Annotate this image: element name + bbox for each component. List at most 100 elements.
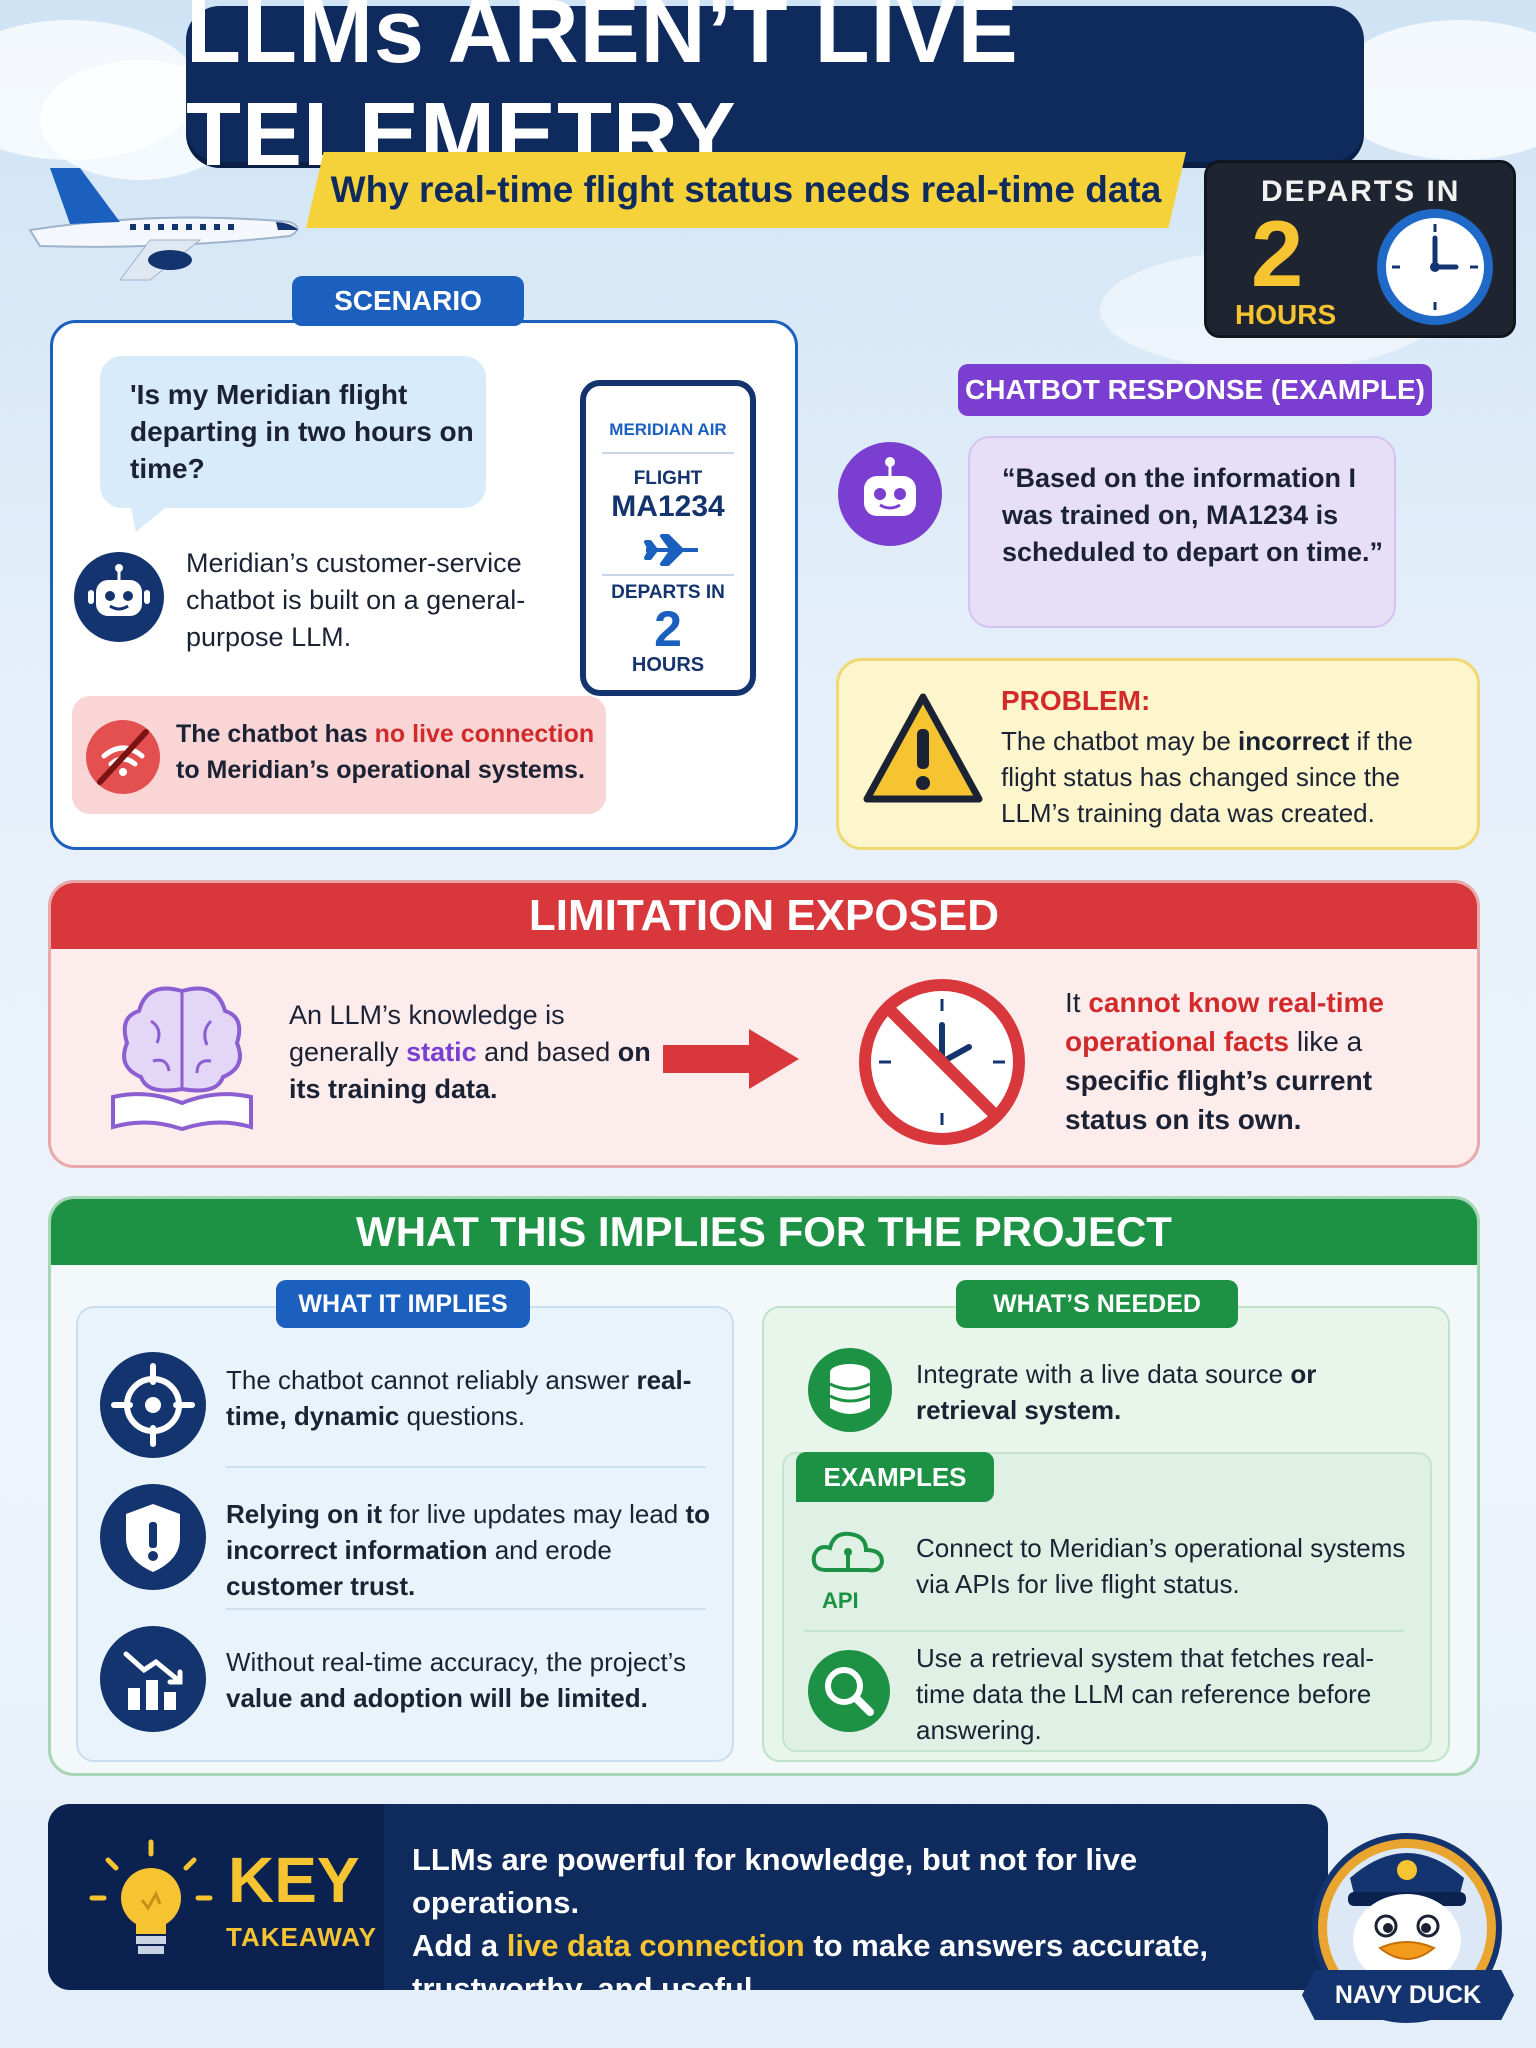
implies-item-2-mid2: and erode	[487, 1535, 612, 1565]
problem-text-post: if the flight status has changed since t…	[1001, 726, 1413, 828]
chatbot-icon	[74, 552, 164, 642]
question-text: 'Is my Meridian flight departing in two …	[130, 379, 474, 484]
departs-unit: HOURS	[1235, 299, 1337, 330]
lightbulb-icon	[89, 1839, 213, 1954]
limitation-card: LIMITATION EXPOSED An LLM’s knowledge is…	[48, 880, 1480, 1168]
takeaway-line-2-highlight: live data connection	[506, 1928, 805, 1963]
no-connection-warning: The chatbot has no live connection to Me…	[72, 696, 606, 814]
title-banner: LLMs AREN’T LIVE TELEMETRY	[186, 0, 1364, 185]
ticket-divider	[602, 574, 734, 576]
implications-header: WHAT THIS IMPLIES FOR THE PROJECT	[51, 1199, 1477, 1265]
flight-ticket: MERIDIAN AIR FLIGHT MA1234 DEPARTS IN 2 …	[580, 380, 756, 696]
plane-icon	[644, 534, 698, 566]
key-takeaway-card: KEY TAKEAWAY LLMs are powerful for knowl…	[48, 1804, 1328, 1990]
limitation-right-red: cannot know real-time operational facts	[1065, 987, 1384, 1057]
subtitle-banner: Why real-time flight status needs real-t…	[306, 152, 1186, 228]
flight-code: MA1234	[611, 490, 725, 523]
takeaway-line-2-post: to make answers accurate, trustworthy, a…	[412, 1928, 1208, 1990]
warning-text-pre: The chatbot has	[176, 720, 375, 748]
takeaway-line-2: Add a live data connection to make answe…	[412, 1924, 1312, 1990]
needed-text-bold: or retrieval system.	[916, 1359, 1317, 1425]
shield-alert-icon	[100, 1484, 206, 1590]
divider	[804, 1630, 1404, 1632]
ticket-divider	[602, 452, 734, 454]
departs-panel: DEPARTS IN 2 HOURS	[1204, 160, 1516, 338]
cloud-decoration	[1330, 20, 1536, 160]
implies-item-1-bold: real-time, dynamic	[226, 1365, 692, 1431]
declining-chart-icon	[100, 1626, 206, 1732]
cloud-api-icon	[811, 1531, 885, 1573]
chatbot-description: Meridian’s customer-service chatbot is b…	[186, 548, 526, 652]
limitation-heading: LIMITATION EXPOSED	[528, 891, 1000, 940]
limitation-right-text: It cannot know real-time operational fac…	[1065, 983, 1425, 1139]
what-it-implies-panel: The chatbot cannot reliably answer real-…	[76, 1306, 734, 1762]
limitation-header: LIMITATION EXPOSED	[51, 883, 1477, 949]
takeaway-key: KEY	[228, 1844, 360, 1916]
implies-item-1-pre: The chatbot cannot reliably answer	[226, 1365, 637, 1395]
warning-text-post: to Meridian’s operational systems.	[176, 756, 585, 784]
database-icon	[808, 1348, 892, 1432]
departs-number: 2	[1251, 201, 1304, 306]
whats-needed-pill: WHAT’S NEEDED	[956, 1280, 1238, 1328]
limitation-right-bold: specific flight’s current status on its …	[1065, 1065, 1373, 1135]
example-1-text: Connect to Meridian’s operational system…	[916, 1533, 1406, 1599]
limitation-left-static: static	[406, 1037, 477, 1067]
arrow-right-icon	[663, 1029, 799, 1089]
brain-book-icon	[111, 986, 253, 1132]
navy-duck-label: NAVY DUCK	[1302, 1970, 1514, 2020]
takeaway-line-1: LLMs are powerful for knowledge, but not…	[412, 1842, 1138, 1920]
scenario-pill: SCENARIO	[292, 276, 524, 326]
limitation-left-mid: and based	[476, 1037, 618, 1067]
implies-item-2-bold3: customer trust.	[226, 1571, 416, 1601]
limitation-right-mid: like a	[1289, 1026, 1363, 1057]
airplane-icon	[28, 168, 299, 281]
implications-heading: WHAT THIS IMPLIES FOR THE PROJECT	[356, 1208, 1172, 1255]
implies-item-1: The chatbot cannot reliably answer real-…	[226, 1362, 706, 1434]
example-2-text: Use a retrieval system that fetches real…	[916, 1643, 1375, 1745]
limitation-right-pre: It	[1065, 987, 1089, 1018]
divider	[226, 1466, 706, 1468]
departs-label: DEPARTS IN	[1261, 175, 1461, 208]
chatbot-response-bubble: “Based on the information I was trained …	[968, 436, 1396, 628]
chatbot-response-text: “Based on the information I was trained …	[1002, 463, 1384, 567]
takeaway-sub: TAKEAWAY	[226, 1922, 378, 1952]
flight-label: FLIGHT	[633, 468, 703, 489]
problem-text: The chatbot may be incorrect if the flig…	[1001, 723, 1461, 831]
limitation-left-text: An LLM’s knowledge is generally static a…	[289, 997, 669, 1108]
implies-item-2: Relying on it for live updates may lead …	[226, 1496, 716, 1604]
needed-text: Integrate with a live data source or ret…	[916, 1356, 1396, 1428]
page-subtitle: Why real-time flight status needs real-t…	[330, 169, 1162, 210]
search-icon	[808, 1650, 890, 1732]
question-bubble: 'Is my Meridian flight departing in two …	[100, 356, 486, 532]
ticket-departs-label: DEPARTS IN	[611, 582, 725, 603]
warning-text-highlight: no live connection	[374, 720, 595, 748]
no-clock-icon	[859, 979, 1025, 1145]
implies-item-3-pre: Without real-time accuracy, the project’…	[226, 1647, 686, 1677]
no-connection-text: The chatbot has no live connection to Me…	[176, 716, 606, 788]
problem-text-pre: The chatbot may be	[1001, 726, 1239, 756]
implies-item-1-post: questions.	[399, 1401, 526, 1431]
needed-text-pre: Integrate with a live data source	[916, 1359, 1291, 1389]
implies-item-2-bold2: to incorrect information	[226, 1499, 711, 1565]
target-icon	[100, 1352, 206, 1458]
examples-panel: API Connect to Meridian’s operational sy…	[782, 1452, 1432, 1752]
implies-item-2-mid1: for live updates may lead	[382, 1499, 686, 1529]
no-wifi-icon	[86, 720, 160, 794]
problem-text-bold: incorrect	[1238, 726, 1350, 756]
limitation-left-pre: An LLM’s knowledge is generally	[289, 1000, 565, 1067]
problem-heading: PROBLEM:	[1001, 685, 1151, 716]
implies-item-3-bold: value and adoption will be limited.	[226, 1683, 648, 1713]
ticket-departs-number: 2	[654, 601, 682, 657]
warning-triangle-icon	[863, 693, 983, 803]
airline-name: MERIDIAN AIR	[609, 420, 727, 439]
divider	[226, 1608, 706, 1610]
takeaway-line-2-pre: Add a	[412, 1928, 507, 1963]
implies-item-2-bold1: Relying on it	[226, 1499, 382, 1529]
bubble-tail	[130, 504, 170, 532]
what-it-implies-pill: WHAT IT IMPLIES	[276, 1280, 530, 1328]
limitation-left-bold: on its training data.	[289, 1037, 651, 1104]
chatbot-response-icon	[838, 442, 942, 546]
implies-item-3: Without real-time accuracy, the project’…	[226, 1644, 726, 1716]
takeaway-text: LLMs are powerful for knowledge, but not…	[412, 1838, 1312, 1990]
clock-icon	[1377, 209, 1493, 325]
